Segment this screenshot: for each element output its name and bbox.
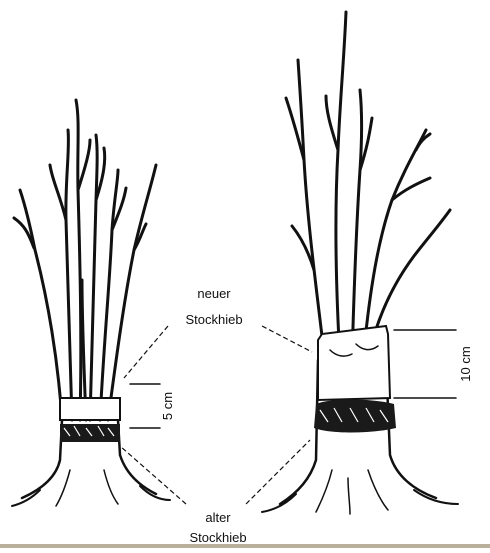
left-coppice-tree xyxy=(12,100,170,506)
leader-lines xyxy=(120,326,312,504)
bottom-edge-rule xyxy=(0,544,490,548)
new-cut-label-line1: neuer xyxy=(197,286,231,301)
old-cut-label-line1: alter xyxy=(205,510,231,525)
right-dimension-ticks xyxy=(394,330,456,398)
right-dimension-label: 10 cm xyxy=(458,346,473,381)
left-tree-stems xyxy=(14,100,156,420)
old-cut-label-line2: Stockhieb xyxy=(189,530,246,545)
new-cut-leader-left xyxy=(124,326,168,378)
new-cut-label-line2: Stockhieb xyxy=(185,312,242,327)
new-cut-leader-right xyxy=(262,326,312,352)
right-coppice-tree xyxy=(262,12,458,514)
right-tree-stems xyxy=(286,12,450,370)
left-dimension-ticks xyxy=(130,384,160,428)
right-tree-stump xyxy=(262,326,458,514)
left-tree-stump xyxy=(12,398,170,506)
old-cut-leader-right xyxy=(246,440,310,504)
left-dimension-label: 5 cm xyxy=(160,392,175,420)
